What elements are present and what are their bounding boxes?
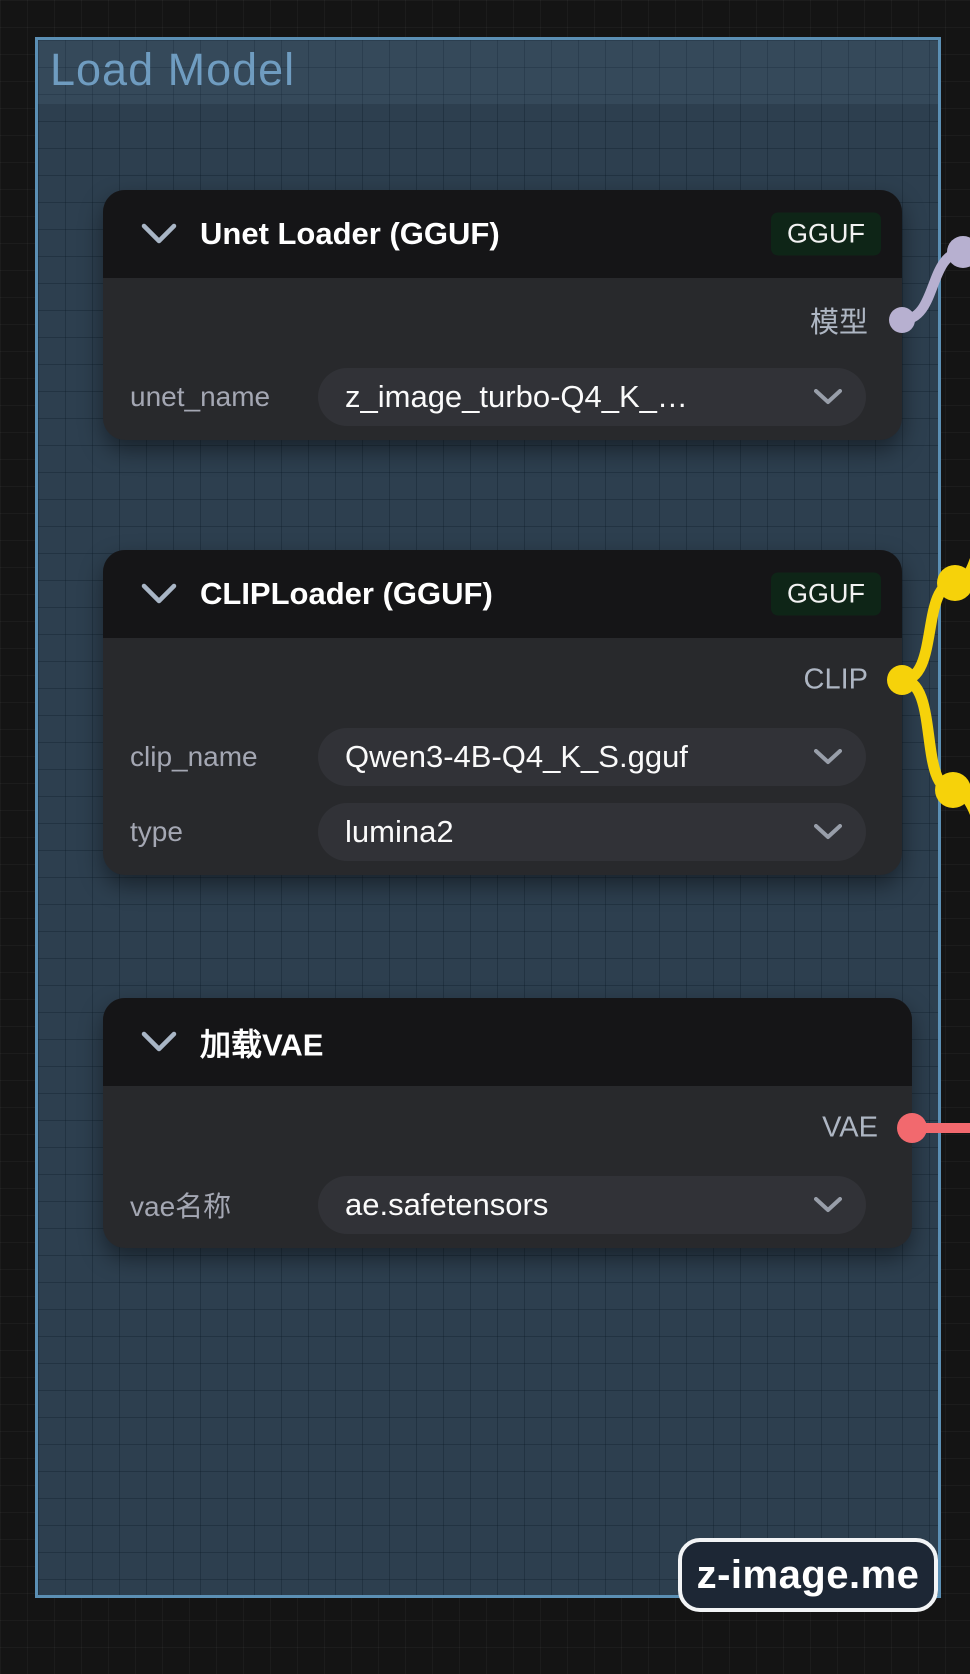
node-header[interactable]: Unet Loader (GGUF) GGUF (103, 190, 902, 278)
chevron-down-icon (814, 389, 842, 405)
combo-vae-name[interactable]: ae.safetensors (318, 1176, 866, 1234)
node-clip-loader-gguf: CLIPLoader (GGUF) GGUF CLIP clip_name Qw… (103, 550, 902, 875)
node-badge-gguf: GGUF (771, 212, 881, 256)
group-titlebar[interactable] (38, 40, 938, 104)
chevron-down-icon (814, 824, 842, 840)
combo-unet-name[interactable]: z_image_turbo-Q4_K_… (318, 368, 866, 426)
combo-clip-name[interactable]: Qwen3-4B-Q4_K_S.gguf (318, 728, 866, 786)
watermark-badge: z-image.me (678, 1538, 938, 1612)
node-vae-loader: 加载VAE VAE vae名称 ae.safetensors (103, 998, 912, 1248)
output-label-model: 模型 (809, 307, 868, 339)
widget-label-unet-name: unet_name (130, 381, 271, 412)
combo-value: lumina2 (345, 814, 454, 849)
node-unet-loader-gguf: Unet Loader (GGUF) GGUF 模型 unet_name z_i… (103, 190, 902, 440)
widget-label-vae-name: vae名称 (130, 1191, 232, 1222)
collapse-chevron-icon[interactable] (141, 1031, 177, 1053)
widget-label-clip-name: clip_name (130, 741, 258, 772)
node-header[interactable]: CLIPLoader (GGUF) GGUF (103, 550, 902, 638)
output-label-vae: VAE (822, 1111, 878, 1144)
watermark-text: z-image.me (696, 1552, 920, 1597)
node-header[interactable]: 加载VAE (103, 998, 912, 1086)
combo-value: ae.safetensors (345, 1187, 549, 1222)
collapse-chevron-icon[interactable] (141, 583, 177, 605)
combo-type[interactable]: lumina2 (318, 803, 866, 861)
chevron-down-icon (814, 1197, 842, 1213)
widget-label-type: type (130, 816, 183, 847)
node-title: Unet Loader (GGUF) (200, 216, 500, 251)
node-title: 加载VAE (200, 1027, 324, 1063)
node-badge-gguf: GGUF (771, 572, 881, 616)
collapse-chevron-icon[interactable] (141, 223, 177, 245)
combo-value: z_image_turbo-Q4_K_… (345, 379, 688, 414)
combo-value: Qwen3-4B-Q4_K_S.gguf (345, 739, 688, 774)
node-title: CLIPLoader (GGUF) (200, 576, 493, 611)
output-label-clip: CLIP (803, 663, 868, 696)
chevron-down-icon (814, 749, 842, 765)
group-title[interactable]: Load Model (50, 44, 296, 95)
